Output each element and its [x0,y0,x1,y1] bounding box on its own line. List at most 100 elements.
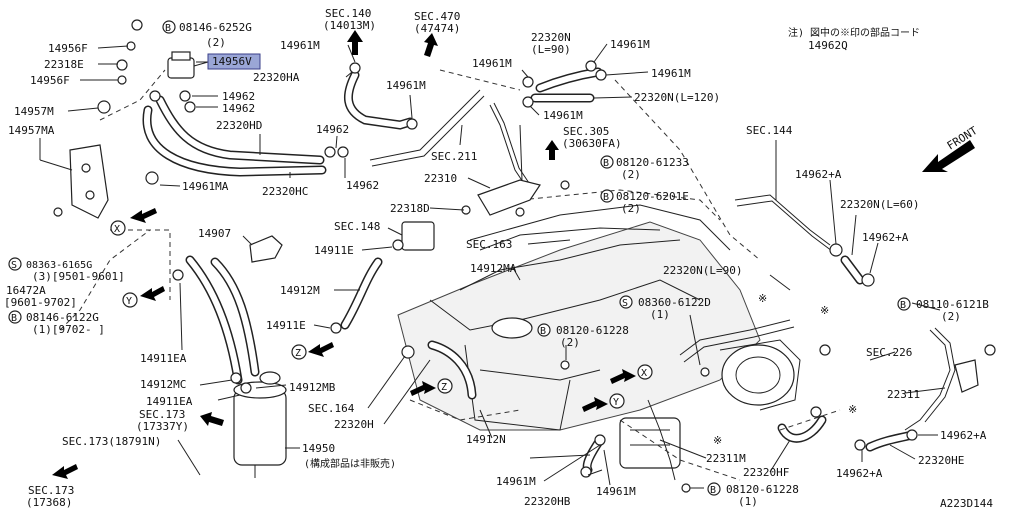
label-14950-note: (構成部品は非販売) [304,457,396,470]
label-16472A-range: [9601-9702] [4,296,77,309]
hose-22320H [427,340,477,400]
hose-14912MC [185,255,260,385]
bolt-marker-2: B [603,158,609,169]
label-sec173-a: SEC.173 [139,408,185,421]
label-08146-6252G: 08146-6252G [179,21,252,34]
label-22320H: 22320H [334,418,374,431]
hose-22320HF [777,415,827,443]
label-14957MA: 14957MA [8,124,55,137]
hose-22320N-l90-top [535,67,603,93]
label-14962A-d: 14962+A [836,467,883,480]
label-22318E: 22318E [44,58,84,71]
hose-14912M [340,257,383,330]
engine-block [397,189,801,469]
label-22311M: 22311M [706,452,746,465]
arrow-y-left [140,286,165,301]
part-labels: 14956F 22318E 14956F B 08146-6252G (2) 1… [4,7,993,510]
arrow-sec305 [545,140,559,160]
label-14962-a: 14962 [222,90,255,103]
label-sec164: SEC.164 [308,402,355,415]
screw-marker-1: S [11,260,17,271]
callout-y-left: Y [126,296,132,307]
label-22320HD: 22320HD [216,119,262,132]
label-14961M-r3: 14961M [651,67,691,80]
label-14961M-r2: 14961M [472,57,512,70]
label-14961M-top: 14961M [280,39,320,52]
label-08110-6121B-qty: (2) [941,310,961,323]
label-14912N: 14912N [466,433,506,446]
label-14956F-a: 14956F [48,42,88,55]
label-sec305: SEC.305 [563,125,609,138]
dashed-guides [59,69,841,481]
label-14912MA: 14912MA [470,262,517,275]
label-22320N-l90b: 22320N(L=90) [663,264,742,277]
hose-22320HC [142,105,327,177]
callout-z-right: Z [441,382,447,393]
label-08120-61228-b: 08120-61228 [726,483,799,496]
label-22320N-top: 22320N [531,31,571,44]
bracket-22311 [954,359,979,393]
label-14912MC: 14912MC [140,378,186,391]
label-14961M-r4: 14961M [543,109,583,122]
arrow-sec173-c [52,464,78,479]
metal-tube-lines [369,89,956,481]
clamps [53,19,996,493]
label-sec173-b: SEC.173(18791N) [62,435,161,448]
callout-z-left: Z [295,348,301,359]
label-14961M-b1: 14961M [496,475,536,488]
note-line-1: 注) 図中の※印の部品コード [788,26,920,39]
label-sec144: SEC.144 [746,124,793,137]
label-sec173-c: SEC.173 [28,484,74,497]
arrow-z-right [410,381,436,396]
label-sec173-a-sub: (17337Y) [136,420,189,433]
arrow-y-right [582,397,608,412]
label-08120-61233-qty: (2) [621,168,641,181]
label-08120-6201E-qty: (2) [621,202,641,215]
label-14950: 14950 [302,442,335,455]
label-14956F-b: 14956F [30,74,70,87]
label-08120-61228-a: 08120-61228 [556,324,629,337]
label-14961M-b2: 14961M [596,485,636,498]
screw-marker-2: S [622,298,628,309]
label-22320HC: 22320HC [262,185,308,198]
label-sec163: SEC.163 [466,238,512,251]
label-22320HE: 22320HE [918,454,964,467]
label-14911EA-b: 14911EA [146,395,193,408]
label-14962-d: 14962 [346,179,379,192]
hose-22320HA [344,70,415,130]
flow-arrows [52,30,975,479]
label-14911E-a: 14911E [314,244,354,257]
label-22320HB: 22320HB [524,495,571,508]
label-08110-6121B: 08110-6121B [916,298,989,311]
callout-y-right: Y [613,397,619,408]
callout-x-left: X [114,224,120,235]
label-14907: 14907 [198,227,231,240]
label-08363-6165G-qty: (3)[9501-9601] [32,270,125,283]
evap-canister-14950 [233,371,287,478]
hose-22320N-l60 [840,255,865,285]
highlight-14956V [207,53,261,70]
label-sec470-sub: (47474) [414,22,460,35]
bolt-marker-4: B [11,313,17,324]
mark-4: ※ [713,434,722,447]
label-08120-61228-a-qty: (2) [560,336,580,349]
label-22320N-top-sub: (L=90) [531,43,571,56]
label-sec470: SEC.470 [414,10,460,23]
label-sec305-sub: (30630FA) [562,137,622,150]
label-14911E-b: 14911E [266,319,306,332]
label-sec140: SEC.140 [325,7,371,20]
label-22311: 22311 [887,388,920,401]
label-14957M: 14957M [14,105,54,118]
label-14962A-a: 14962+A [795,168,842,181]
callout-x-right: X [641,368,647,379]
label-14962A-c: 14962+A [940,429,987,442]
bracket-22310 [477,179,541,216]
bracket-14957MA [69,144,109,219]
label-08120-6201E: 08120-6201E [616,190,689,203]
label-08146-6122G-qty: (1)[9702- ] [32,323,105,336]
label-08146-6122G: 08146-6122G [26,311,99,324]
arrow-sec140 [347,30,363,55]
callouts: X Y Z Z X Y [110,220,653,409]
label-sec173-c-sub: (17368) [26,496,72,509]
